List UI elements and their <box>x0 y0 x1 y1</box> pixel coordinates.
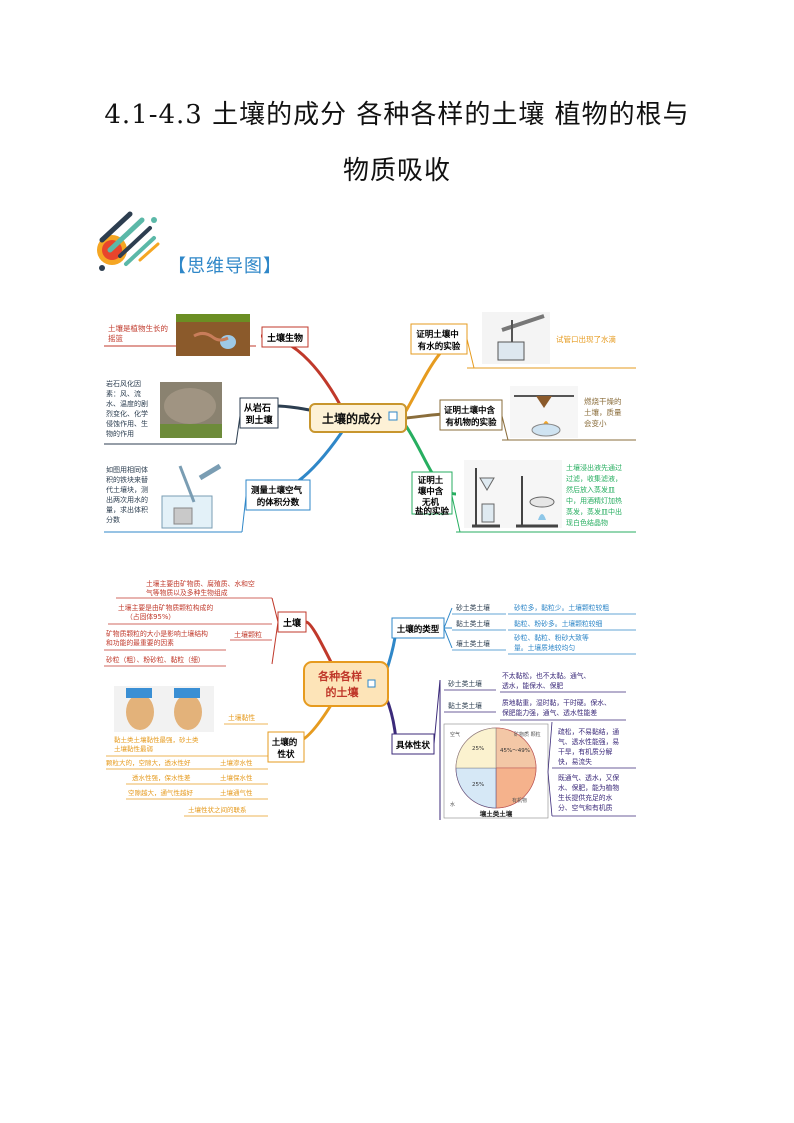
collapse-icon <box>388 411 398 421</box>
specific-list: 砂土类土壤 不太黏松，也不太黏。通气、 透水，能保水、保肥 黏土类土壤 质地黏重… <box>444 671 626 721</box>
section-label-mindmap: 【思维导图】 <box>168 256 282 277</box>
svg-text:有机物: 有机物 <box>512 797 527 804</box>
node-soil-properties-label: 土壤的 性状 <box>272 737 300 760</box>
node-soil-types-label: 土壤的类型 <box>397 624 440 635</box>
svg-text:矿物质 颗粒: 矿物质 颗粒 <box>514 731 541 738</box>
center-node <box>303 661 389 707</box>
node-organic-experiment <box>439 399 503 431</box>
svg-text:砂土类土壤: 砂土类土壤 <box>448 679 482 688</box>
soil-type-list: 砂土类土壤 砂粒多，黏粒少。土壤颗粒较粗 黏土类土壤 黏粒、粉砂多。土壤颗粒较细… <box>452 603 636 655</box>
soil-composition-desc: 土壤主要由矿物质、腐殖质、水和空 气等物质以及多种生物组成 土壤主要是由矿物质颗… <box>118 579 257 621</box>
svg-text:45%～49%: 45%～49% <box>500 748 530 754</box>
node-measure-air-label: 测量土壤空气 的体积分数 <box>251 485 305 508</box>
page-title-line2: 物质吸收 <box>342 156 451 186</box>
svg-text:空隙越大，通气性越好: 空隙越大，通气性越好 <box>128 788 194 797</box>
desc-rock-to-soil: 岩石风化因 素：风、流 水、温度的剧 烈变化、化学 侵蚀作用、生 物的作用 <box>106 379 150 438</box>
decorative-stripes-icon <box>97 211 160 271</box>
node-specific-properties-label: 具体性状 <box>395 740 431 751</box>
node-rock-to-soil <box>239 397 279 429</box>
svg-text:砂粒、黏粒、粉砂大致等 量。土壤质地较均匀: 砂粒、黏粒、粉砂大致等 量。土壤质地较均匀 <box>514 633 591 652</box>
svg-text:土壤渗水性: 土壤渗水性 <box>220 758 253 767</box>
center-label: 各种各样 的土壤 <box>317 669 366 699</box>
desc-salt-experiment: 土壤浸出液先通过 过滤，收集滤液， 然后放入蒸发皿 中，用酒精灯加热 蒸发，蒸发… <box>566 463 624 527</box>
svg-text:土壤通气性: 土壤通气性 <box>220 788 253 797</box>
center-label: 土壤的成分 <box>322 411 382 426</box>
svg-text:空气: 空气 <box>450 731 460 738</box>
svg-text:壤土类土壤: 壤土类土壤 <box>480 809 513 818</box>
svg-text:壤土类土壤: 壤土类土壤 <box>456 639 490 648</box>
burning-soil-image <box>510 386 578 438</box>
svg-text:黏土类土壤: 黏土类土壤 <box>456 619 490 628</box>
stickiness-desc: 黏土类土壤黏性最强，砂土类 土壤黏性最弱 <box>114 735 201 753</box>
node-salt-experiment-label: 证明土 壤中含 无机 盐的实验 <box>415 475 450 517</box>
svg-text:黏土类土壤: 黏土类土壤 <box>448 701 482 710</box>
svg-text:砂土类土壤: 砂土类土壤 <box>456 603 490 612</box>
node-soil-label: 土壤 <box>283 617 302 629</box>
beaker-image <box>161 463 222 529</box>
desc-soil-organism: 土壤是植物生长的 摇篮 <box>108 323 170 343</box>
particle-desc: 矿物质颗粒的大小是影响土壤结构 和功能的最重要的因素 <box>106 629 210 647</box>
node-soil-organism <box>261 326 309 348</box>
svg-text:不太黏松，也不太黏。通气、 透水，能保水、保肥: 不太黏松，也不太黏。通气、 透水，能保水、保肥 <box>502 671 593 690</box>
desc-water-experiment: 试管口出现了水滴 <box>556 334 616 344</box>
mindmap-soil-composition: 土壤的成分 土壤生物 土壤是植物生长的 摇篮 从岩石 到土壤 岩石风化因 素：风… <box>104 312 636 533</box>
water-test-image <box>482 312 550 364</box>
mindmap-soil-types: 各种各样 的土壤 土壤 土壤主要由矿物质、腐殖质、水和空 气等物质以及多种生物组… <box>104 579 636 820</box>
node-organic-experiment-label: 证明土壤中含 有机物的实验 <box>444 405 498 428</box>
node-stickiness: 土壤黏性 <box>228 713 255 722</box>
node-soil-organism-label: 土壤生物 <box>267 332 303 344</box>
svg-text:25%: 25% <box>472 782 484 788</box>
filtration-image <box>464 460 562 528</box>
node-salt-experiment <box>411 471 453 515</box>
svg-text:25%: 25% <box>472 746 484 752</box>
hands-soil-image <box>114 686 214 732</box>
svg-text:透水性强，保水性差: 透水性强，保水性差 <box>132 773 191 782</box>
loam-right-desc: 既通气、透水，又保 水、保肥，能为植物 生长提供充足的水 分、空气和有机质 <box>558 773 621 812</box>
collapse-icon <box>367 679 376 688</box>
particle-sizes: 砂粒（粗）、粉砂粒、黏粒（细） <box>106 655 205 664</box>
sandy-right-desc: 疏松，不易黏结，通 气、透水性能强，易 干旱，有机质分解 快，易流失 <box>558 727 621 766</box>
center-node <box>309 403 407 433</box>
node-rock-to-soil-label: 从岩石 到土壤 <box>244 402 274 426</box>
page-title-line1: 4.1-4.3 土壤的成分 各种各样的土壤 植物的根与 <box>104 100 690 130</box>
svg-text:土壤性状之间的联系: 土壤性状之间的联系 <box>188 805 247 814</box>
soil-composition-pie: 25% 25% 45%～49% 空气 水 矿物质 颗粒 有机物 壤土类土壤 <box>443 723 549 819</box>
svg-text:质地黏重，湿时黏，干时硬。保水、 保肥能力强，通: 质地黏重，湿时黏，干时硬。保水、 保肥能力强，通气、透水性能差 <box>502 698 613 717</box>
node-soil-particle: 土壤颗粒 <box>234 630 262 639</box>
svg-text:土壤保水性: 土壤保水性 <box>220 773 253 782</box>
svg-text:颗粒大的，空隙大，透水性好: 颗粒大的，空隙大，透水性好 <box>106 758 191 767</box>
property-rows: 颗粒大的，空隙大，透水性好 土壤渗水性 透水性强，保水性差 土壤保水性 空隙越大… <box>106 758 268 817</box>
node-measure-air <box>245 479 311 511</box>
svg-text:水: 水 <box>450 801 455 808</box>
desc-organic-experiment: 燃烧干燥的 土壤，质量 会变小 <box>584 396 624 428</box>
svg-text:黏粒、粉砂多。土壤颗粒较细: 黏粒、粉砂多。土壤颗粒较细 <box>514 619 603 628</box>
svg-text:砂粒多，黏粒少。土壤颗粒较粗: 砂粒多，黏粒少。土壤颗粒较粗 <box>514 603 609 612</box>
desc-measure-air: 如图用相同体 积的铁块来替 代土壤块，测 出两次用水的 量，求出体积 分数 <box>106 465 150 524</box>
node-water-experiment-label: 证明土壤中 有水的实验 <box>416 329 461 352</box>
node-soil-properties <box>267 731 305 763</box>
